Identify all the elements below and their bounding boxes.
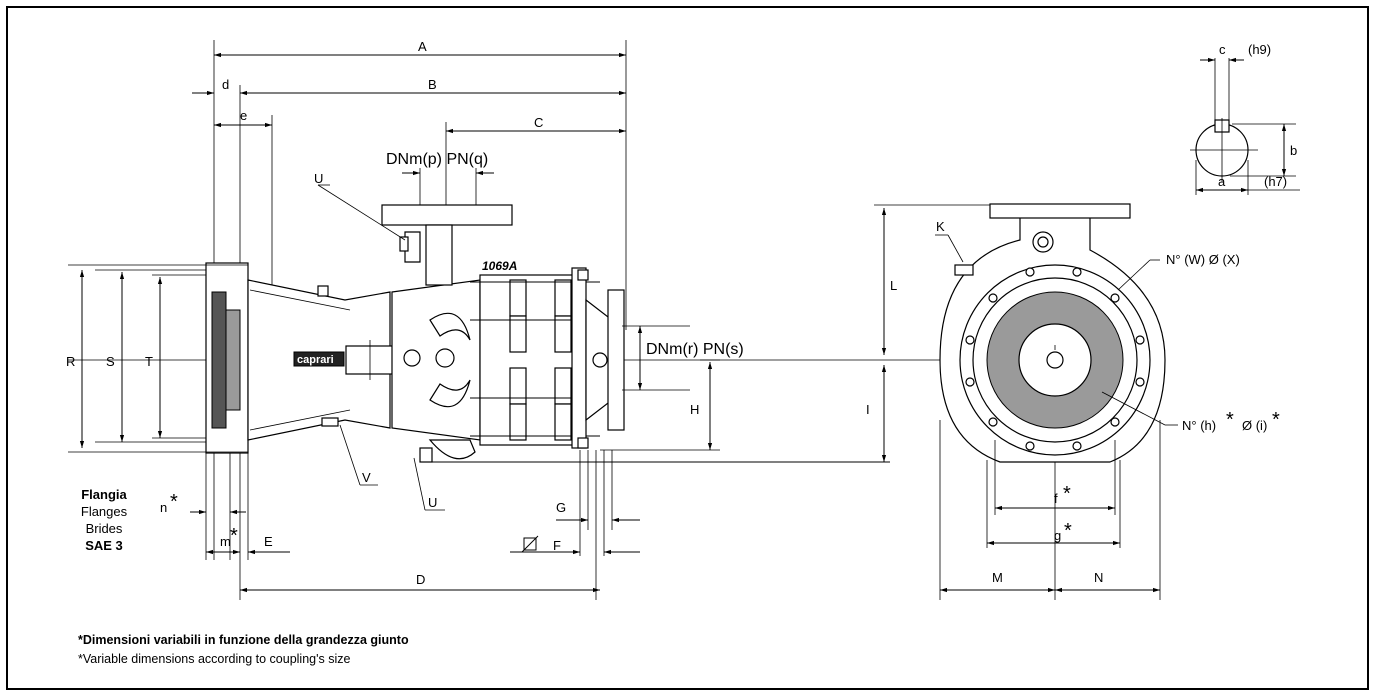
dim-E: E [264, 534, 273, 549]
pump-side-view: caprari [68, 184, 1040, 511]
bolt-holes-outer-label: N° (W) Ø (X) [1166, 252, 1240, 267]
label-V: V [362, 470, 371, 485]
dim-f: f [1054, 491, 1058, 506]
flange-title-fr: Brides [85, 521, 123, 536]
dim-F: F [553, 538, 561, 553]
dim-S: S [106, 354, 115, 369]
label-K: K [936, 219, 945, 234]
g-asterisk: * [1064, 520, 1072, 542]
i-asterisk: * [1272, 409, 1280, 431]
dim-G: G [556, 500, 566, 515]
suction-flange-label: DNm(p) PN(q) [386, 151, 488, 168]
label-U-top: U [314, 171, 323, 186]
dim-A: A [418, 39, 427, 54]
dim-I: I [866, 402, 870, 417]
delivery-flange-label: DNm(r) PN(s) [646, 341, 744, 358]
dim-n: n [160, 500, 167, 515]
tol-h7: (h7) [1264, 174, 1287, 189]
tol-h9: (h9) [1248, 42, 1271, 57]
dim-e: e [240, 108, 247, 123]
bolt-holes-inner-n: N° (h) [1182, 418, 1216, 433]
n-asterisk: * [170, 491, 178, 513]
pump-front-view [939, 203, 1166, 600]
dim-a: a [1218, 174, 1226, 189]
dim-M: M [992, 570, 1003, 585]
dim-B: B [428, 77, 437, 92]
flatness-icon [523, 537, 537, 551]
label-U-bottom: U [428, 495, 437, 510]
flange-standard: SAE 3 [85, 538, 123, 553]
m-asterisk: * [230, 525, 238, 547]
h-asterisk: * [1226, 409, 1234, 431]
dim-b: b [1290, 143, 1297, 158]
dim-L: L [890, 278, 897, 293]
model-number: 1069A [482, 259, 517, 273]
dim-N: N [1094, 570, 1103, 585]
dim-D: D [416, 572, 425, 587]
flange-title-it: Flangia [81, 487, 127, 502]
dim-d: d [222, 77, 229, 92]
dim-c: c [1219, 42, 1226, 57]
dim-C: C [534, 115, 543, 130]
note-italian: *Dimensioni variabili in funzione della … [78, 633, 409, 647]
dim-R: R [66, 354, 75, 369]
dim-m: m [220, 534, 231, 549]
note-english: *Variable dimensions according to coupli… [78, 652, 351, 666]
dim-g: g [1054, 528, 1061, 543]
f-asterisk: * [1063, 483, 1071, 505]
dim-H: H [690, 402, 699, 417]
brand-plate: caprari [297, 354, 334, 366]
bolt-holes-inner-d: Ø (i) [1242, 418, 1267, 433]
dim-T: T [145, 354, 153, 369]
flange-title-en: Flanges [80, 504, 128, 519]
drawing-frame [6, 6, 1369, 690]
